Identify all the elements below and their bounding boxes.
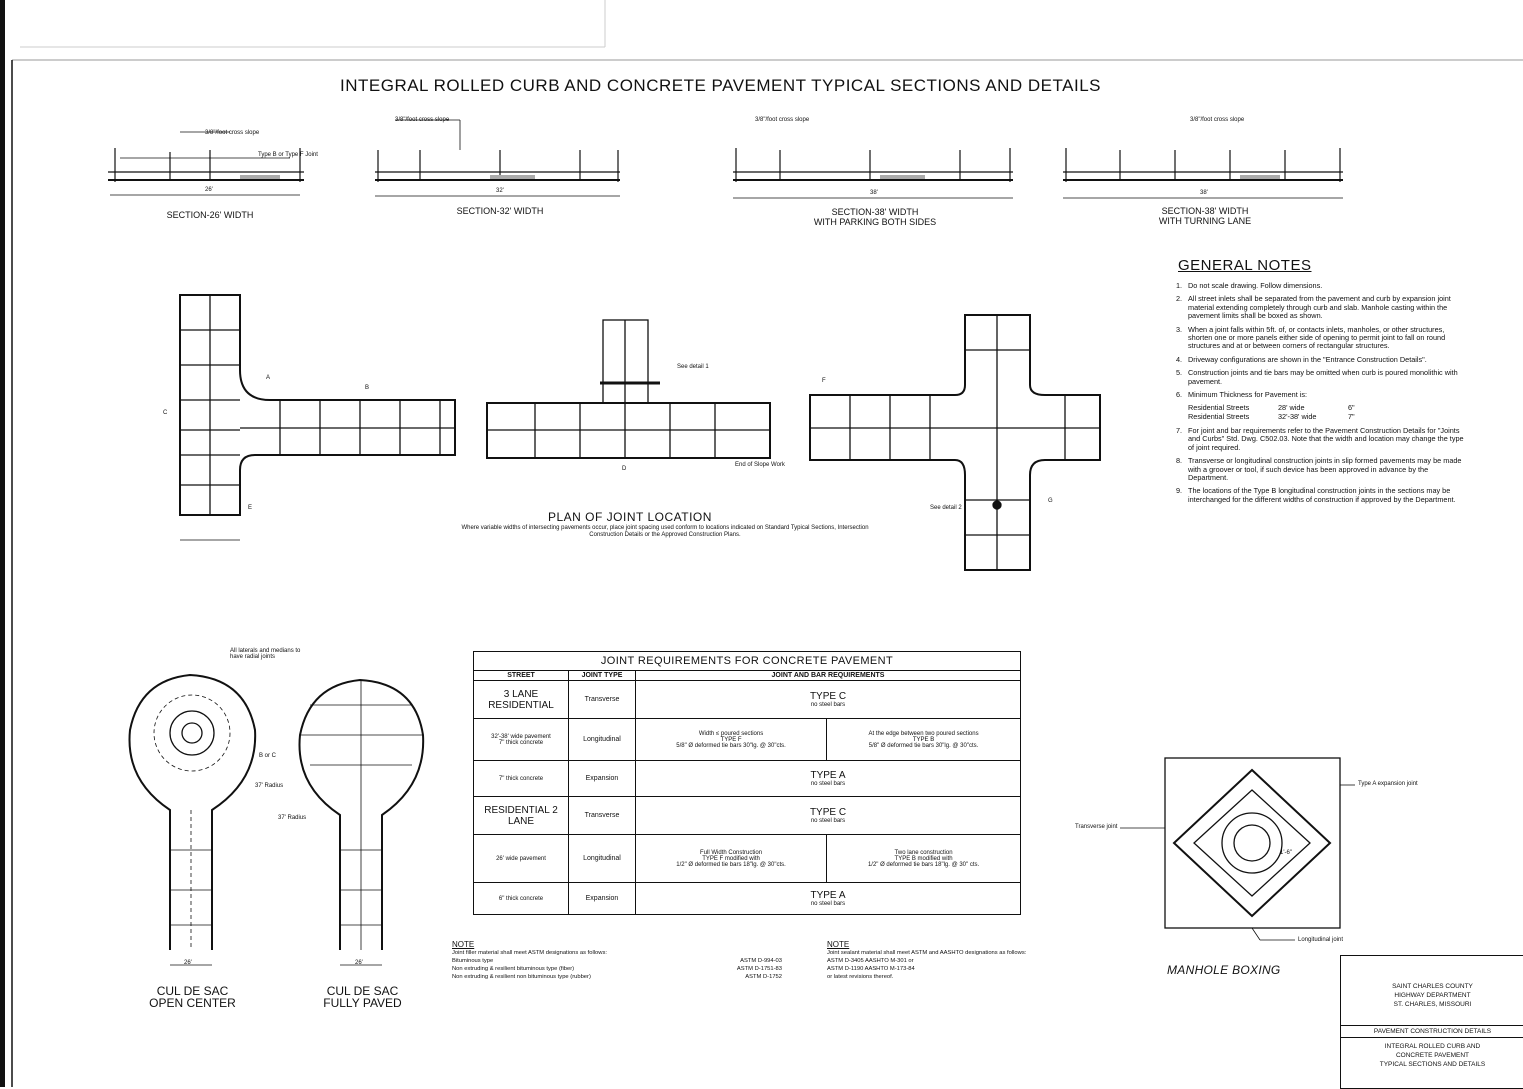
plan-label-d: D: [622, 466, 627, 472]
plan-straight-pavement: [486, 319, 771, 459]
joint-callout-1: Type B or Type F Joint: [258, 152, 318, 158]
transverse-joint-callout: Transverse joint: [1075, 824, 1118, 830]
plan-cross-intersection: [809, 314, 1101, 571]
plan-t-intersection: [179, 294, 456, 541]
section-label-26: SECTION-26' WIDTH: [166, 210, 254, 220]
cross-slope-callout-1: 3/8"/foot cross slope: [205, 130, 260, 136]
joint-transverse: Transverse: [568, 796, 636, 835]
req-cell: Width ≤ poured sections TYPE F 5/8" Ø de…: [634, 718, 828, 761]
note-item: 3.When a joint falls within 5ft. of, or …: [1176, 324, 1446, 351]
cross-slope-callout-4: 3/8"/foot cross slope: [1190, 117, 1245, 123]
section-width-26: 26': [205, 187, 213, 193]
radius-callout-1: 37' Radius: [255, 783, 284, 789]
note-item: 6.Minimum Thickness for Pavement is:: [1176, 389, 1308, 399]
sheet-title: INTEGRAL ROLLED CURB AND CONCRETE PAVEME…: [1379, 1043, 1486, 1068]
col-requirements: JOINT AND BAR REQUIREMENTS: [635, 670, 1021, 681]
street-2-lane-thickness: 6" thick concrete: [473, 882, 569, 915]
general-notes-title: GENERAL NOTES: [1178, 257, 1312, 274]
section-32-drawing: [375, 119, 620, 197]
cul-de-sac-open-drawing: [128, 673, 257, 966]
cross-slope-callout-2: 3/8"/foot cross slope: [395, 117, 450, 123]
note-item: 7.For joint and bar requirements refer t…: [1176, 426, 1464, 452]
street-2-lane: RESIDENTIAL 2 LANE: [473, 796, 569, 835]
longitudinal-joint-callout: Longitudinal joint: [1298, 937, 1344, 943]
plan-title: PLAN OF JOINT LOCATION: [548, 510, 712, 524]
agency-block: SAINT CHARLES COUNTY HIGHWAY DEPARTMENT …: [1341, 956, 1523, 1026]
plan-subtitle: Where variable widths of intersecting pa…: [461, 525, 869, 539]
manhole-boxing-drawing: [1120, 757, 1355, 941]
expansion-joint-callout: Type A expansion joint: [1358, 781, 1418, 787]
section-26-drawing: [108, 131, 304, 196]
joint-table-title: JOINT REQUIREMENTS FOR CONCRETE PAVEMENT: [473, 651, 1021, 670]
cul-width-2: 26': [355, 960, 363, 966]
joint-expansion: Expansion: [568, 882, 636, 915]
plan-label-c: C: [163, 410, 168, 416]
plan-label-a: A: [266, 375, 271, 381]
note-item: 8.Transverse or longitudinal constructio…: [1176, 456, 1462, 483]
req-cell: Full Width Construction TYPE F modified …: [634, 834, 828, 883]
street-3-lane: 3 LANE RESIDENTIAL: [473, 680, 569, 719]
section-38-turning-drawing: [1063, 148, 1343, 199]
note-item: 5.Construction joints and tie bars may b…: [1176, 368, 1458, 386]
sheet-heading: PAVEMENT CONSTRUCTION DETAILS: [1341, 1026, 1523, 1038]
col-joint-type: JOINT TYPE: [568, 670, 636, 681]
section-width-32: 32': [496, 188, 504, 194]
joint-transverse: Transverse: [568, 680, 636, 719]
req-cell: At the edge between two poured sections …: [826, 718, 1021, 761]
col-street: STREET: [473, 670, 569, 681]
note-item: 2.All street inlets shall be separated f…: [1176, 294, 1451, 321]
b-or-c-callout: B or C: [259, 753, 277, 759]
joint-filler-note: NOTE Joint filler material shall meet AS…: [452, 940, 782, 981]
plan-label-e: E: [248, 505, 253, 511]
laterals-callout: All laterals and medians to have radial …: [230, 648, 301, 660]
note-item: 1.Do not scale drawing. Follow dimension…: [1176, 281, 1323, 290]
cul-de-sac-paved-drawing: [298, 678, 425, 966]
see-detail-callout: See detail 1: [677, 364, 709, 370]
plan-label-f: F: [822, 378, 826, 384]
street-2-lane-width: 26' wide pavement: [473, 834, 569, 883]
section-label-38-turning: SECTION-38' WIDTH WITH TURNING LANE: [1158, 206, 1252, 227]
joint-sealant-note: NOTE Joint sealant material shall meet A…: [827, 940, 1027, 981]
drawing-title: INTEGRAL ROLLED CURB AND CONCRETE PAVEME…: [340, 76, 1101, 95]
section-width-38a: 38': [870, 190, 878, 196]
plan-label-g: G: [1048, 498, 1053, 504]
radius-callout-2: 37' Radius: [278, 815, 307, 821]
joint-requirements-table: JOINT REQUIREMENTS FOR CONCRETE PAVEMENT…: [473, 651, 1021, 915]
joint-longitudinal: Longitudinal: [568, 834, 636, 883]
cul-de-sac-paved-label: CUL DE SAC FULLY PAVED: [323, 984, 402, 1010]
note-item: 4.Driveway configurations are shown in t…: [1176, 354, 1427, 364]
note-item: 9.The locations of the Type B longitudin…: [1176, 486, 1456, 504]
cul-de-sac-open-label: CUL DE SAC OPEN CENTER: [149, 984, 236, 1010]
manhole-dim: 1'-6": [1280, 850, 1292, 856]
section-label-32: SECTION-32' WIDTH: [456, 206, 544, 216]
see-detail-2-callout: See detail 2: [930, 505, 962, 511]
cul-width-1: 26': [184, 960, 192, 966]
joint-expansion: Expansion: [568, 760, 636, 797]
street-3-lane-thickness: 7" thick concrete: [473, 760, 569, 797]
end-of-slope-callout: End of Slope Work: [735, 462, 785, 468]
general-notes-list: 1.Do not scale drawing. Follow dimension…: [1176, 281, 1466, 509]
manhole-boxing-label: MANHOLE BOXING: [1167, 963, 1281, 977]
section-38-parking-drawing: [733, 148, 1013, 199]
joint-longitudinal: Longitudinal: [568, 718, 636, 761]
title-block: SAINT CHARLES COUNTY HIGHWAY DEPARTMENT …: [1340, 955, 1523, 1089]
plan-label-b: B: [365, 385, 370, 391]
req-cell: Two lane construction TYPE B modified wi…: [826, 834, 1021, 883]
section-label-38-parking: SECTION-38' WIDTH WITH PARKING BOTH SIDE…: [813, 207, 937, 228]
cross-slope-callout-3: 3/8"/foot cross slope: [755, 117, 810, 123]
section-width-38b: 38': [1200, 190, 1208, 196]
